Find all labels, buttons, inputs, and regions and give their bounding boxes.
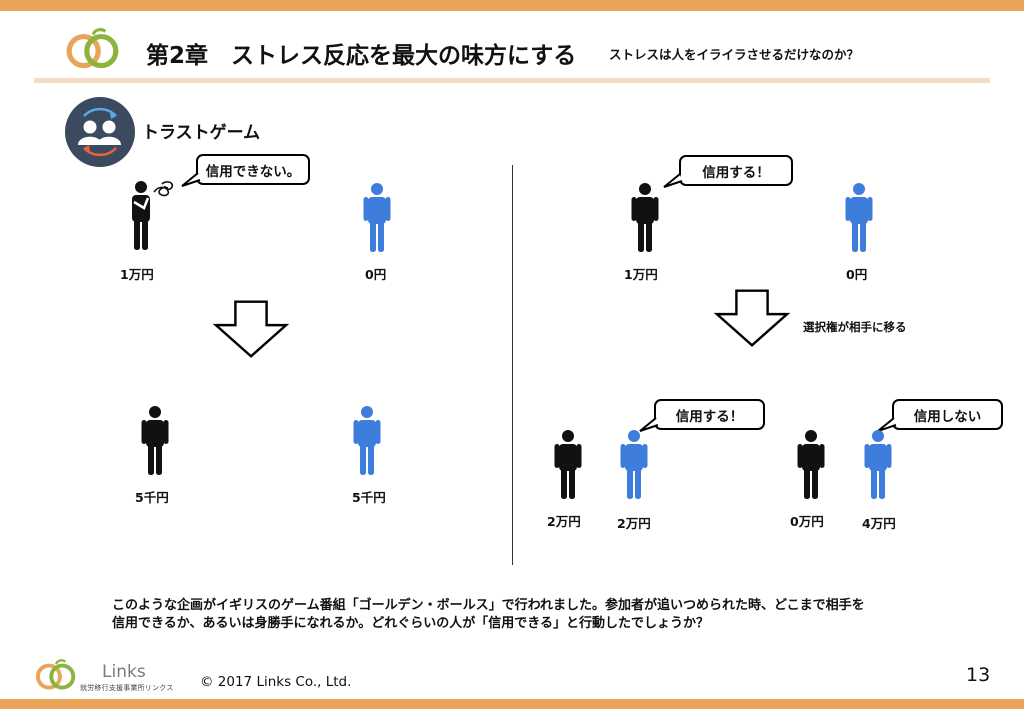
speech-bubble-distrust: 信用しない bbox=[892, 399, 1003, 430]
person-blue-icon bbox=[844, 182, 874, 252]
page-title: 第2章 ストレス反応を最大の味方にする bbox=[146, 43, 577, 69]
speech-bubble-distrust: 信用できない。 bbox=[196, 154, 310, 185]
arrow-caption: 選択権が相手に移る bbox=[803, 320, 907, 334]
speech-bubble-tail bbox=[663, 173, 683, 188]
bottom-accent-band bbox=[0, 699, 1024, 709]
person-black-icon bbox=[140, 405, 170, 475]
person-blue-icon bbox=[619, 429, 649, 499]
down-arrow-icon bbox=[713, 288, 791, 348]
page-number: 13 bbox=[966, 664, 991, 686]
speech-bubble-trust: 信用する！ bbox=[654, 399, 765, 430]
worried-person-icon bbox=[132, 181, 174, 250]
amount-label: 5千円 bbox=[135, 490, 169, 505]
amount-label: 0円 bbox=[846, 267, 868, 282]
section-title: トラストゲーム bbox=[142, 123, 261, 143]
amount-label: 0円 bbox=[365, 267, 387, 282]
amount-label: 0万円 bbox=[790, 514, 824, 529]
body-paragraph: このような企画がイギリスのゲーム番組「ゴールデン・ボールス」で行われました。参加… bbox=[112, 597, 865, 633]
top-accent-band bbox=[0, 0, 1024, 11]
amount-label: 5千円 bbox=[352, 490, 386, 505]
speech-bubble-tail bbox=[639, 417, 659, 432]
person-blue-icon bbox=[863, 429, 893, 499]
speech-bubble-trust: 信用する！ bbox=[679, 155, 793, 186]
footer-logo-subtext: 就労移行支援事業所リンクス bbox=[80, 684, 174, 692]
page-subtitle: ストレスは人をイライラさせるだけなのか？ bbox=[609, 47, 860, 62]
links-logo-icon bbox=[64, 28, 122, 70]
speech-bubble-tail bbox=[181, 172, 201, 187]
footer-logo-text: Links bbox=[102, 662, 146, 682]
trust-game-icon bbox=[65, 97, 135, 167]
person-black-icon bbox=[630, 182, 660, 252]
copyright: © 2017 Links Co., Ltd. bbox=[200, 674, 352, 690]
person-black-icon bbox=[796, 429, 826, 499]
amount-label: 1万円 bbox=[120, 267, 154, 282]
down-arrow-icon bbox=[212, 299, 290, 359]
amount-label: 4万円 bbox=[862, 516, 896, 531]
body-line: このような企画がイギリスのゲーム番組「ゴールデン・ボールス」で行われました。参加… bbox=[112, 598, 865, 613]
amount-label: 1万円 bbox=[624, 267, 658, 282]
header-rule bbox=[34, 78, 990, 83]
person-blue-icon bbox=[352, 405, 382, 475]
body-line: 信用できるか、あるいは身勝手になれるか。どれぐらいの人が「信用できる」と行動した… bbox=[112, 616, 709, 631]
amount-label: 2万円 bbox=[547, 514, 581, 529]
footer-logo-icon bbox=[34, 658, 78, 692]
person-black-icon bbox=[553, 429, 583, 499]
panel-divider bbox=[512, 165, 513, 565]
amount-label: 2万円 bbox=[617, 516, 651, 531]
person-blue-icon bbox=[362, 182, 392, 252]
